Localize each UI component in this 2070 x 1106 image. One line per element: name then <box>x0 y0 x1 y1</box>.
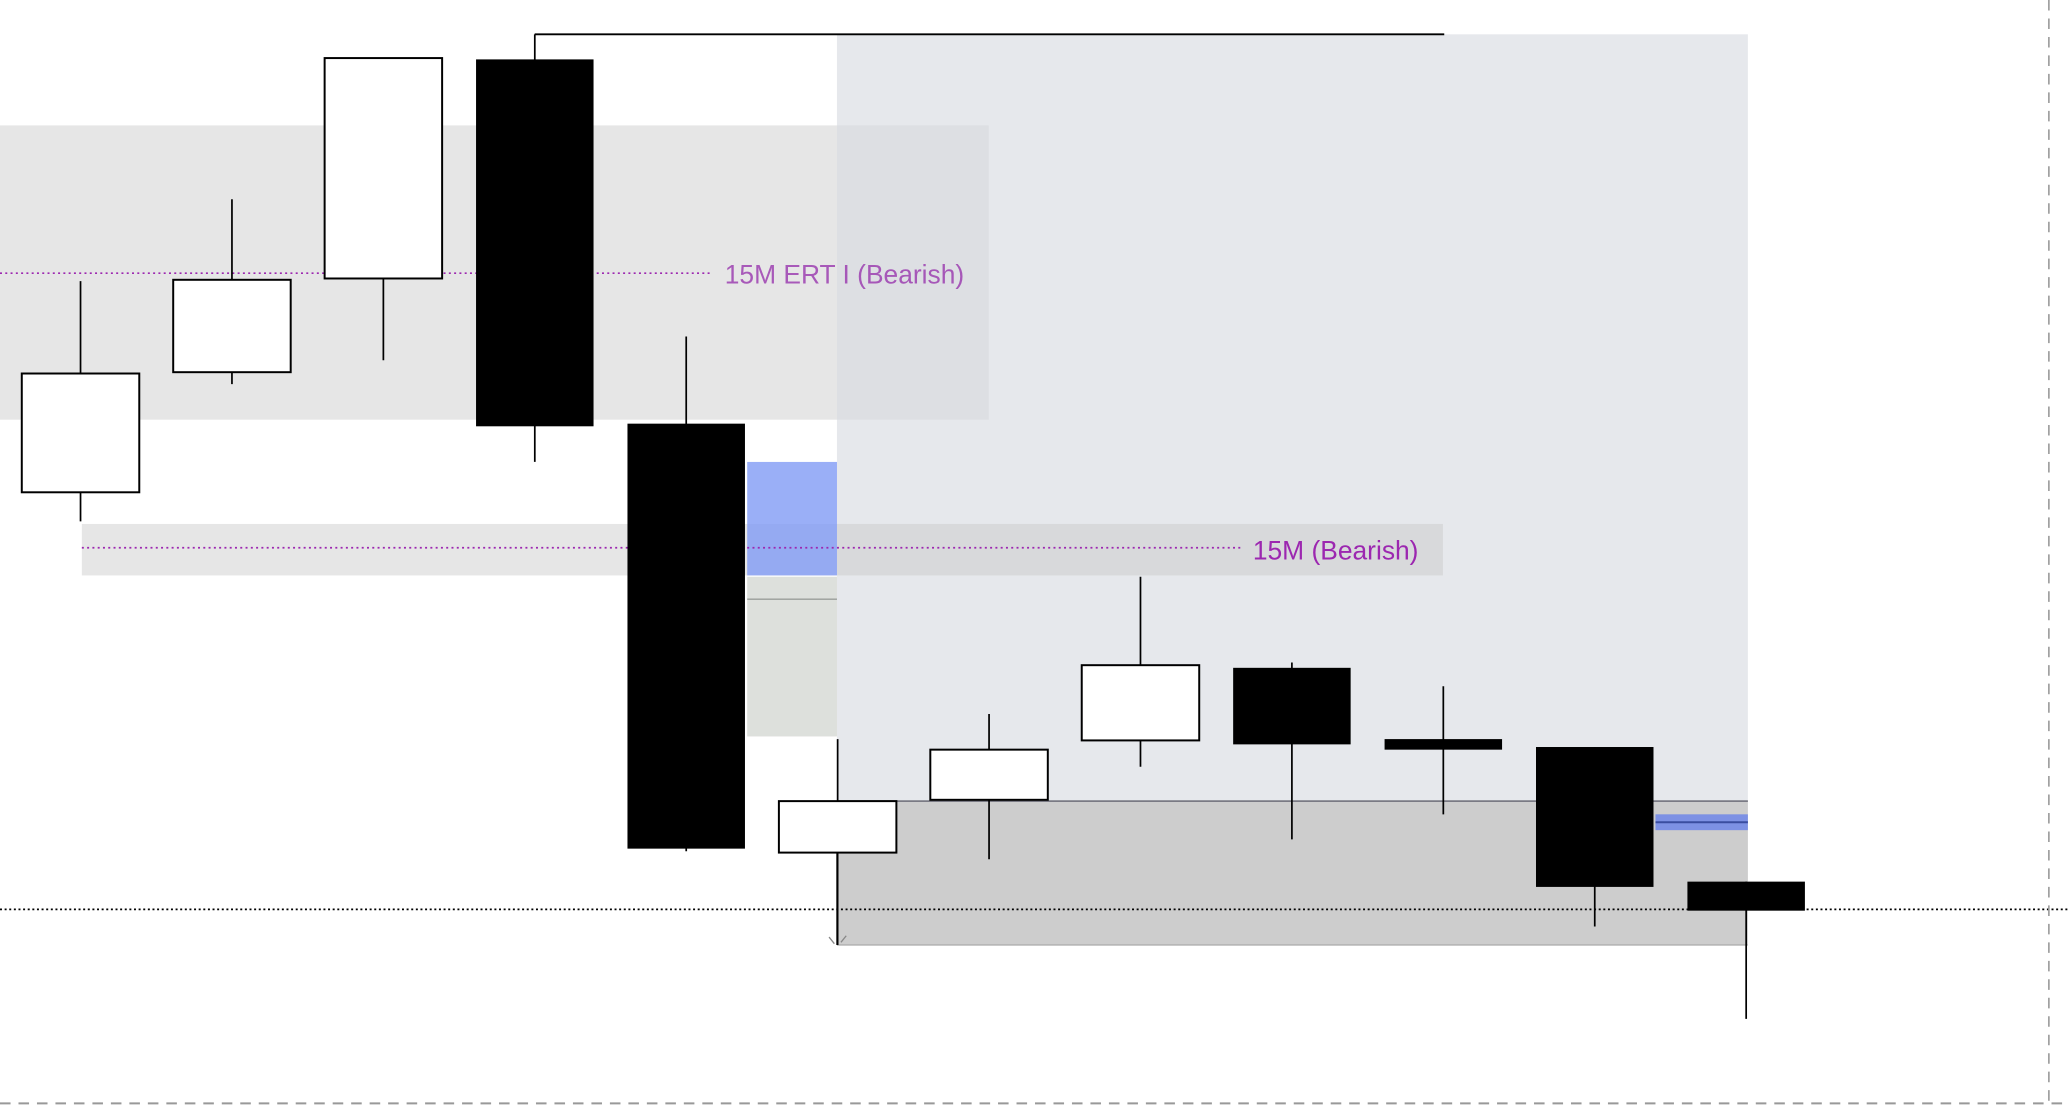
candles <box>20 34 1805 1019</box>
candle-body-bearish <box>1384 739 1503 750</box>
candle-body-bullish <box>172 278 292 374</box>
candle-body-bearish <box>476 59 594 427</box>
candle <box>1384 686 1503 815</box>
candle <box>1535 747 1654 927</box>
candle <box>1233 662 1351 840</box>
candle-body-bullish <box>323 57 444 280</box>
fvg-blue-box <box>747 461 837 576</box>
ert-label: 15M ERT I (Bearish) <box>725 260 964 290</box>
candle <box>323 57 444 361</box>
candle <box>777 739 898 945</box>
candle-body-bearish <box>1233 667 1351 745</box>
candle <box>20 281 141 522</box>
chevron-down-icon <box>828 935 847 945</box>
bearish-label: 15M (Bearish) <box>1253 536 1419 566</box>
candle <box>1687 881 1805 1019</box>
candle-body-bearish <box>627 423 745 849</box>
candle-body-bearish <box>1687 881 1805 911</box>
candle-body-bullish <box>1080 664 1201 742</box>
candle-body-bullish <box>929 748 1049 801</box>
fvg-green-box <box>747 576 837 737</box>
candle <box>1080 576 1201 767</box>
candle-body-bullish <box>777 800 898 854</box>
candle <box>627 336 745 852</box>
candle <box>172 199 292 385</box>
candle-body-bearish <box>1535 747 1654 887</box>
candle <box>929 714 1049 860</box>
candle <box>476 34 594 462</box>
candle-body-bullish <box>20 372 141 494</box>
